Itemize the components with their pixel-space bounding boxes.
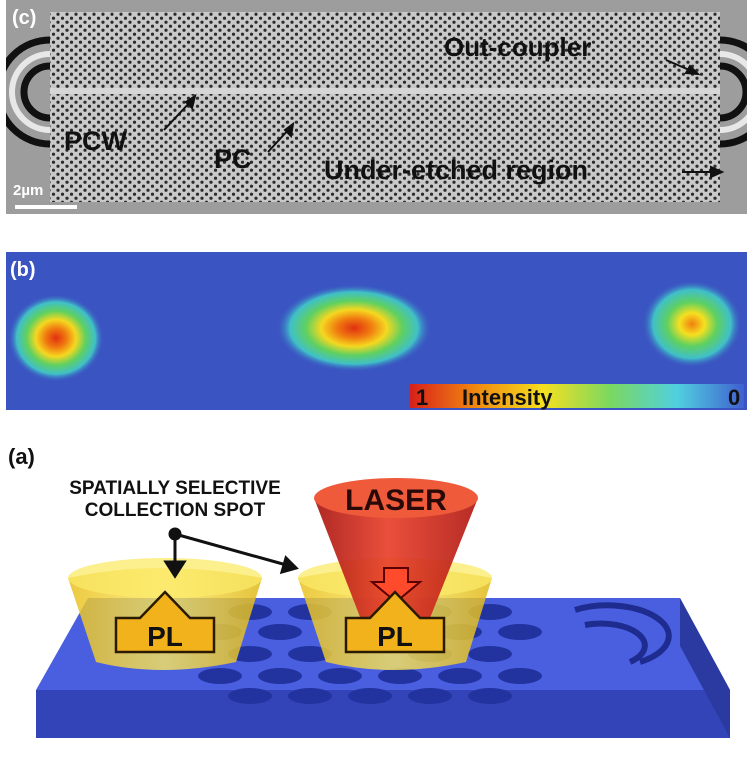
laser-cone: LASER [314,478,478,651]
scale-bar-label: 2µm [13,182,43,199]
pcw-label: PCW [64,126,128,156]
under-etched-label: Under-etched region [324,155,588,185]
panel-b-intensity-map: 1 Intensity 0 (b) [6,252,747,410]
intensity-spot-right [642,280,742,368]
intensity-map: 1 Intensity 0 (b) [6,252,747,410]
colorbar-title: Intensity [462,385,553,410]
out-coupler-label: Out-coupler [444,32,591,62]
photonic-crystal-region [50,12,720,202]
panel-c-label: (c) [12,7,36,29]
colorbar [410,384,744,408]
scale-bar [15,205,77,209]
pc-label: PC [214,144,252,174]
intensity-spot-left [8,294,104,382]
panel-b-label: (b) [10,259,36,281]
right-coupler-grooves [574,602,672,665]
sem-image: 2µm (c) Out-coupler PCW PC Under-etched … [0,0,753,214]
pl-label-right: PL [377,621,413,652]
intensity-spot-center [276,284,432,372]
colorbar-min-label: 0 [728,385,740,410]
pl-label-left: PL [147,621,183,652]
panel-a-schematic: LASER PL PL SPATIALLY SELECTIVE COLLECTI… [0,440,753,779]
waveguide-line [50,88,720,94]
pl-arrow-left: PL [114,590,216,654]
left-coupler [0,36,51,148]
collection-label-line1: SPATIALLY SELECTIVE [69,478,281,499]
laser-down-arrow [369,567,423,604]
slab-front [36,690,730,738]
right-coupler [719,36,753,148]
schematic: LASER PL PL SPATIALLY SELECTIVE COLLECTI… [8,444,730,738]
laser-label: LASER [345,484,447,517]
pl-arrow-right: PL [344,590,446,654]
panel-c-sem-image: 2µm (c) Out-coupler PCW PC Under-etched … [0,0,753,214]
collection-pointer [163,527,299,579]
colorbar-max-label: 1 [416,385,428,410]
panel-a-label: (a) [8,444,35,469]
collection-label-line2: COLLECTION SPOT [85,500,266,521]
